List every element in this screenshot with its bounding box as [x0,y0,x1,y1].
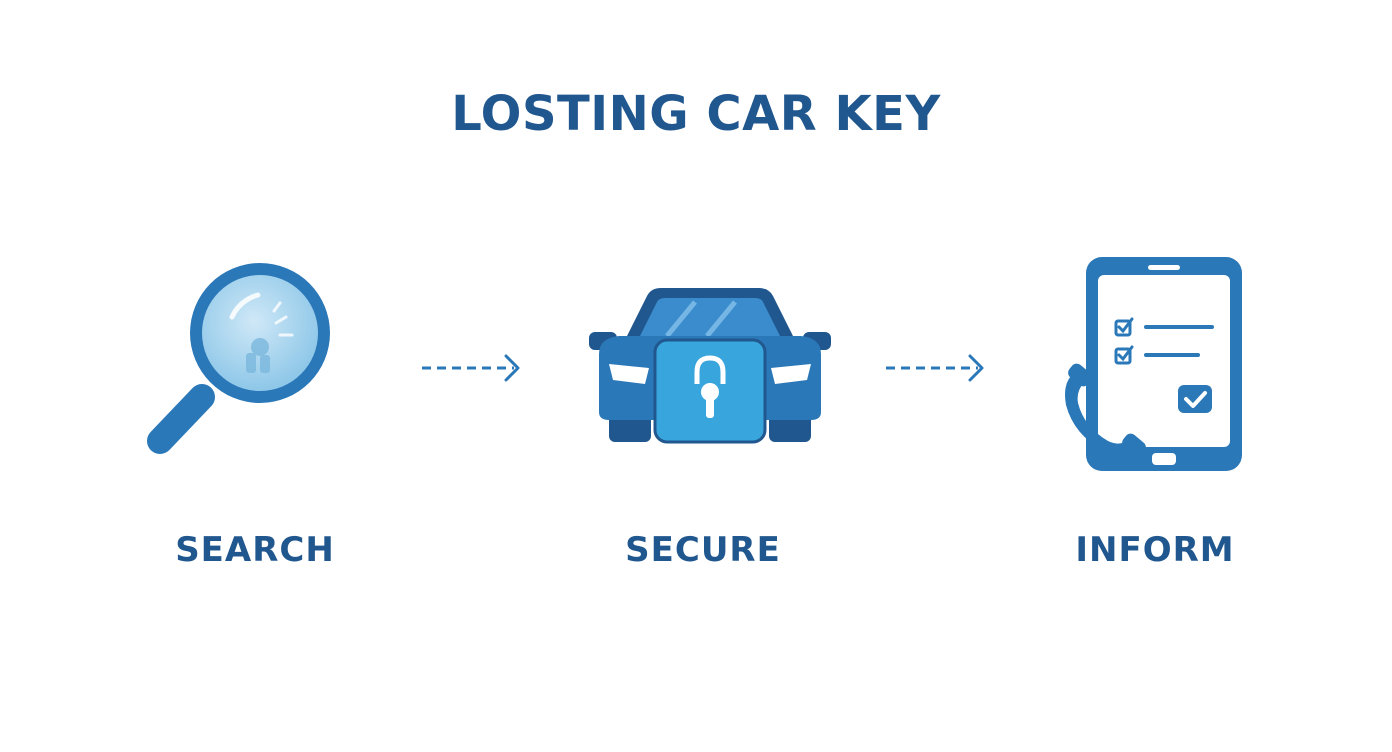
phone-checklist-icon [1065,257,1242,471]
step-label-secure: SECURE [625,530,781,570]
dashed-arrow-icon [886,354,984,382]
diagram-title: LOSTING CAR KEY [451,86,941,142]
magnifying-glass-icon [147,263,330,454]
car-with-lock-icon [589,288,831,444]
dashed-arrow-icon [422,354,520,382]
step-label-inform: INFORM [1075,530,1235,570]
step-label-search: SEARCH [175,530,335,570]
